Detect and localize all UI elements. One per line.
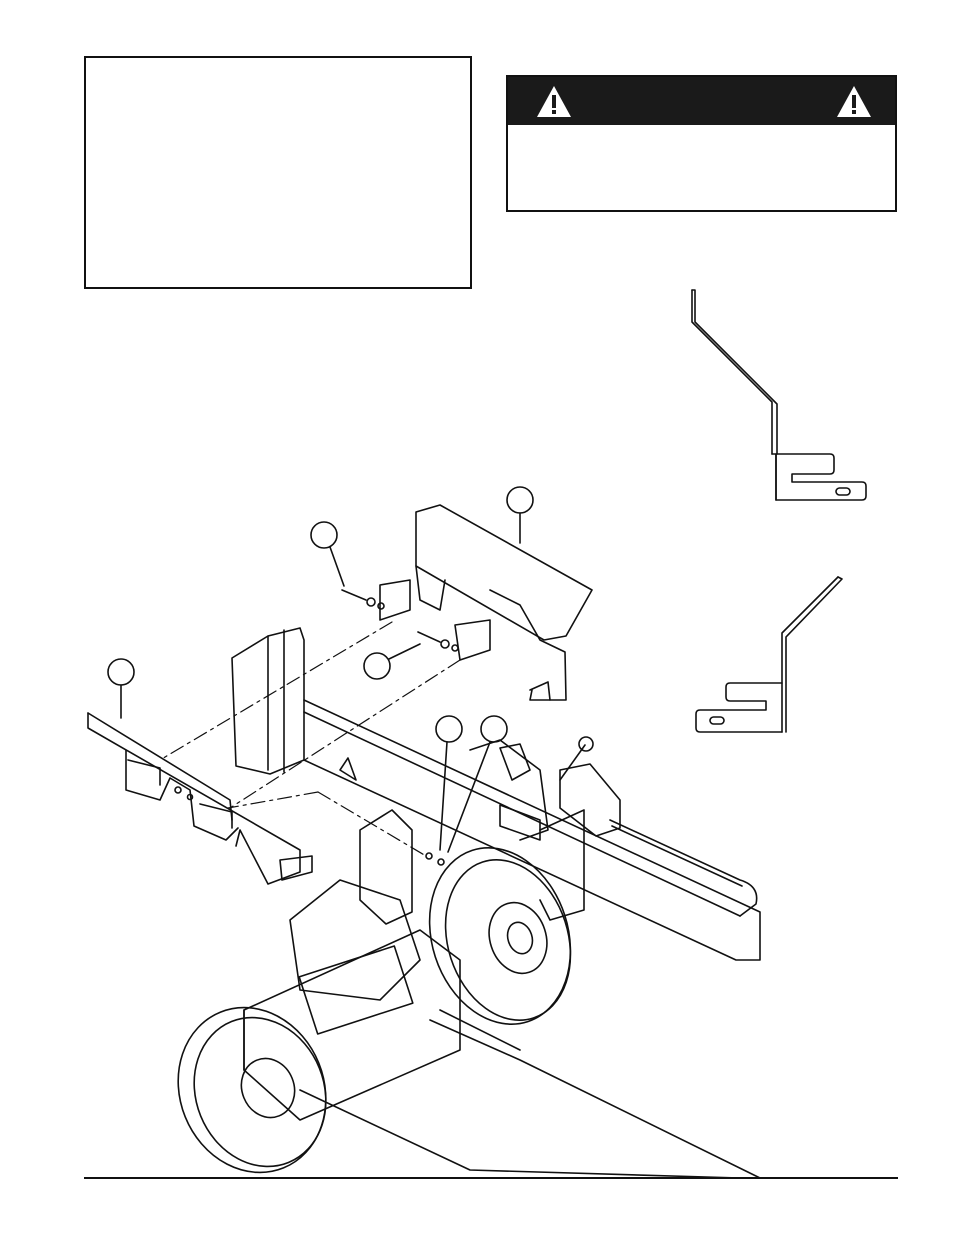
warning-header <box>508 77 895 125</box>
callout-circle <box>310 521 338 549</box>
warning-triangle-icon <box>837 86 871 117</box>
right-wheel <box>428 847 572 1025</box>
callout-circle <box>506 486 534 514</box>
callout-circle <box>435 715 463 743</box>
note-box <box>84 56 472 289</box>
warning-triangle-icon <box>537 86 571 117</box>
callout-circles <box>107 486 534 853</box>
callout-circle <box>107 658 135 686</box>
bracket-detail-top <box>691 289 867 501</box>
hardware-fasteners <box>341 589 459 866</box>
upper-shield-bracket <box>379 504 593 701</box>
callout-circle <box>363 652 391 680</box>
footer-rule <box>84 1177 898 1179</box>
hydraulic-valve-assembly <box>469 736 758 921</box>
left-wheel <box>177 1006 327 1174</box>
engine-and-frame <box>243 809 761 1179</box>
alignment-lines <box>159 621 461 857</box>
bracket-detail-bottom <box>695 576 843 733</box>
splitter-beam <box>231 627 761 961</box>
callout-circle <box>480 715 508 743</box>
warning-box <box>506 75 897 212</box>
left-shield-bracket <box>87 712 313 885</box>
